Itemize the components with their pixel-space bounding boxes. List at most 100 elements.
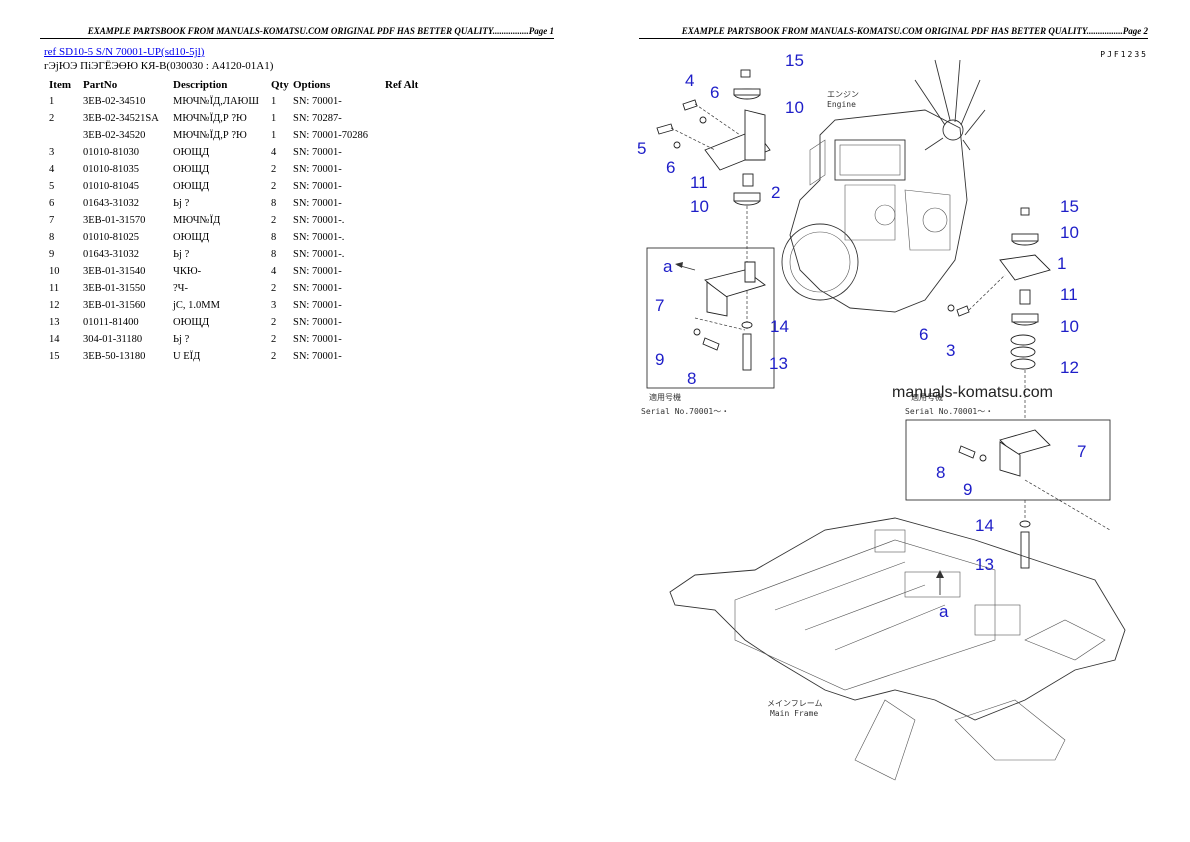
cell-description: ?Ч- <box>173 283 188 294</box>
cell-description: ОЮЩД <box>173 232 210 243</box>
cell-refalt <box>385 280 435 297</box>
right-detail-box <box>905 419 1111 569</box>
applicable-label-right: 適用号機 <box>911 392 943 402</box>
callout-4: 4 <box>685 71 694 90</box>
cell-refalt <box>385 263 435 280</box>
cell-partno: 3EB-02-34521SA <box>83 113 159 124</box>
cell-description: ОЮЩД <box>173 164 210 175</box>
cell-item: 10 <box>49 266 60 277</box>
cell-qty: 8 <box>271 249 277 260</box>
cell-options: SN: 70001- <box>293 266 342 277</box>
cell-partno: 3EB-50-13180 <box>83 351 146 362</box>
cell-refalt <box>385 348 435 365</box>
callout-8-right: 8 <box>936 463 945 482</box>
cell-description: Ьј ? <box>173 334 190 345</box>
cell-refalt <box>385 178 435 195</box>
cell-item: 3 <box>49 147 55 158</box>
callout-a-left: a <box>663 257 673 276</box>
cell-qty: 1 <box>271 130 277 141</box>
cell-options: SN: 70001- <box>293 181 342 192</box>
callout-15-top: 15 <box>785 51 804 70</box>
cell-qty: 2 <box>271 181 277 192</box>
cell-qty: 2 <box>271 283 277 294</box>
engine-illustration <box>781 59 986 313</box>
callout-a-frame: a <box>939 602 949 621</box>
cell-description: МЮЧ№ЇД <box>173 215 221 226</box>
callout-11-left: 11 <box>690 173 708 192</box>
cell-item: 14 <box>49 334 60 345</box>
cell-partno: 01011-81400 <box>83 317 139 328</box>
right-mount-stack <box>947 207 1051 420</box>
cell-item: 5 <box>49 181 55 192</box>
cell-options: SN: 70001- <box>293 198 342 209</box>
cell-item: 15 <box>49 351 60 362</box>
callout-6-left: 6 <box>666 158 675 177</box>
callout-14-left: 14 <box>770 317 789 336</box>
page1-header-rule <box>40 38 554 39</box>
cell-qty: 8 <box>271 198 277 209</box>
cell-item: 1 <box>49 96 55 107</box>
cell-refalt <box>385 246 435 263</box>
cell-partno: 01010-81025 <box>83 232 139 243</box>
cell-refalt <box>385 331 435 348</box>
cell-partno: 01010-81035 <box>83 164 139 175</box>
header-item: Item <box>49 78 71 91</box>
cell-item: 6 <box>49 198 55 209</box>
cell-partno: 01010-81045 <box>83 181 139 192</box>
serial-label-right: Serial No.70001〜・ <box>905 407 993 416</box>
cell-description: јС, 1.0MM <box>173 300 220 311</box>
cell-qty: 2 <box>271 164 277 175</box>
cell-qty: 4 <box>271 147 277 158</box>
callout-10-right-top: 10 <box>1060 223 1079 242</box>
cell-options: SN: 70001- <box>293 300 342 311</box>
header-partno: PartNo <box>83 78 118 91</box>
model-reference-link[interactable]: ref SD10-5 S/N 70001-UP(sd10-5jl) <box>44 46 205 58</box>
cell-refalt <box>385 212 435 229</box>
callout-13-right: 13 <box>975 555 994 574</box>
cell-partno: 3EB-02-34520 <box>83 130 146 141</box>
cell-item: 7 <box>49 215 55 226</box>
callout-2: 2 <box>771 183 780 202</box>
header-qty: Qty <box>271 78 289 91</box>
cell-partno: 01010-81030 <box>83 147 139 158</box>
callout-14-right: 14 <box>975 516 994 535</box>
callout-5: 5 <box>637 139 646 158</box>
cell-options: SN: 70001- <box>293 351 342 362</box>
cell-partno: 304-01-31180 <box>83 334 143 345</box>
callout-8-left: 8 <box>687 369 696 388</box>
cell-refalt <box>385 93 435 110</box>
cell-item: 9 <box>49 249 55 260</box>
main-frame-illustration <box>669 517 1126 781</box>
callout-9-left: 9 <box>655 350 664 369</box>
cell-options: SN: 70001- <box>293 317 342 328</box>
cell-options: SN: 70287- <box>293 113 342 124</box>
cell-qty: 2 <box>271 215 277 226</box>
cell-partno: 01643-31032 <box>83 198 139 209</box>
cell-item: 2 <box>49 113 55 124</box>
callout-9-right: 9 <box>963 480 972 499</box>
cell-partno: 3EB-01-31560 <box>83 300 146 311</box>
applicable-label-left: 適用号機 <box>649 392 681 402</box>
page1-banner: EXAMPLE PARTSBOOK FROM MANUALS-KOMATSU.C… <box>87 26 554 36</box>
callout-3: 3 <box>946 341 955 360</box>
cell-description: ОЮЩД <box>173 181 210 192</box>
left-detail-box <box>646 247 775 389</box>
cell-qty: 1 <box>271 113 277 124</box>
cell-refalt <box>385 297 435 314</box>
callout-6-right: 6 <box>919 325 928 344</box>
cell-qty: 3 <box>271 300 277 311</box>
cell-options: SN: 70001-. <box>293 232 345 243</box>
cell-description: МЮЧ№ЇД,Р ?Ю <box>173 130 247 141</box>
header-refalt: Ref Alt <box>385 78 419 91</box>
cell-description: ЧКЮ- <box>173 266 202 277</box>
